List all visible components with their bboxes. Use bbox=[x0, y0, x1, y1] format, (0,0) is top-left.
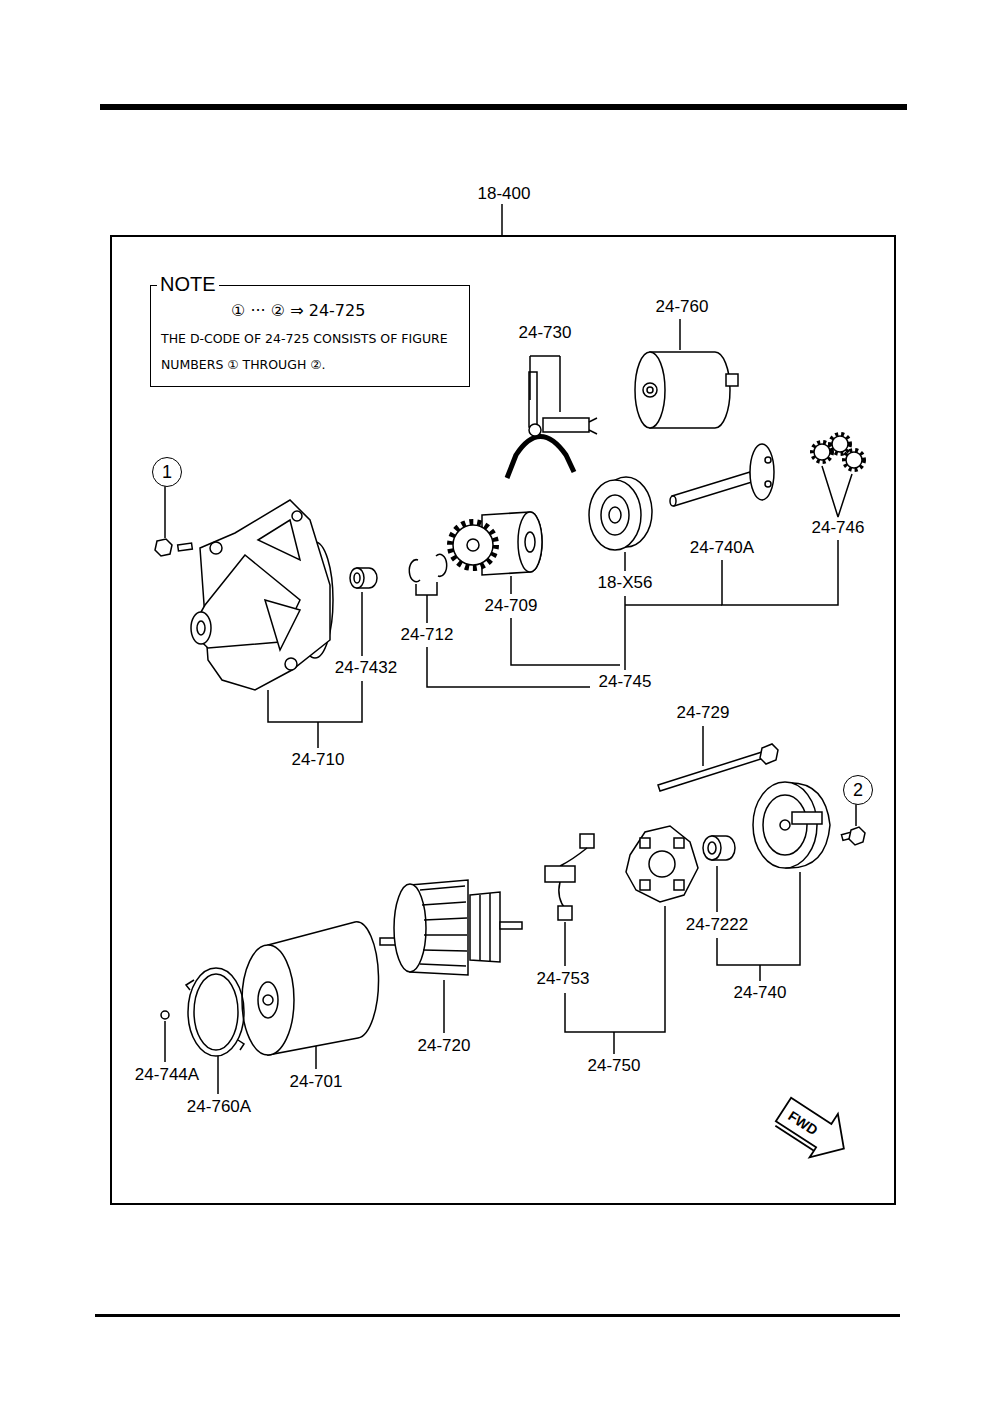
bushing bbox=[350, 568, 377, 588]
leader-line bbox=[530, 356, 560, 412]
yoke bbox=[242, 922, 379, 1055]
bottom-rule bbox=[95, 1314, 900, 1317]
leader-line bbox=[427, 647, 590, 687]
solenoid bbox=[635, 352, 738, 428]
leader-line bbox=[164, 1021, 166, 1062]
part-number: 24-740A bbox=[688, 538, 756, 558]
leader-line bbox=[510, 576, 512, 594]
steel-ball bbox=[161, 1011, 169, 1019]
part-number: 24-712 bbox=[399, 625, 456, 645]
part-number: 24-760 bbox=[654, 297, 711, 317]
leader-line bbox=[702, 726, 704, 766]
part-number: 18-X56 bbox=[596, 573, 655, 593]
parts-frame: 18-400NOTE① ··· ② ⇒ 24-725THE D-CODE OF … bbox=[110, 235, 896, 1205]
snap-ring bbox=[409, 554, 446, 581]
brush-holder bbox=[626, 826, 698, 902]
leader-line bbox=[361, 592, 363, 656]
cover-ring bbox=[186, 968, 244, 1056]
leader-line bbox=[443, 980, 445, 1033]
leader-line bbox=[164, 486, 166, 538]
part-number: 24-746 bbox=[810, 518, 867, 538]
note-text: THE D-CODE OF 24-725 CONSISTS OF FIGURE … bbox=[161, 326, 459, 378]
leader-line bbox=[501, 204, 503, 236]
leader-line bbox=[679, 319, 681, 350]
drive-lever bbox=[507, 372, 597, 478]
armature bbox=[380, 880, 522, 975]
planet-carrier bbox=[589, 477, 652, 550]
brush-lead bbox=[545, 834, 594, 920]
leader-line bbox=[416, 582, 437, 623]
part-number: 24-7432 bbox=[333, 658, 399, 678]
leader-line bbox=[217, 1056, 219, 1094]
part-number: 24-701 bbox=[288, 1072, 345, 1092]
callout-number: 2 bbox=[853, 780, 863, 800]
leader-line bbox=[511, 618, 620, 665]
note-box: NOTE① ··· ② ⇒ 24-725THE D-CODE OF 24-725… bbox=[150, 285, 470, 387]
leader-line bbox=[624, 596, 626, 670]
pinion-clutch bbox=[450, 512, 542, 575]
group-number: 18-400 bbox=[404, 184, 604, 204]
rear-cover bbox=[753, 782, 830, 868]
bolt bbox=[841, 827, 865, 845]
drive-housing bbox=[191, 500, 333, 690]
bushing bbox=[703, 836, 735, 860]
part-number: 24-730 bbox=[517, 323, 574, 343]
note-formula: ① ··· ② ⇒ 24-725 bbox=[161, 300, 459, 322]
callout-circle: 1 bbox=[152, 457, 182, 487]
part-number: 24-760A bbox=[185, 1097, 253, 1117]
callout-circle: 2 bbox=[843, 775, 873, 805]
bolt bbox=[155, 539, 192, 556]
callout-number: 1 bbox=[162, 462, 172, 482]
leader-line bbox=[716, 866, 718, 912]
part-number: 24-729 bbox=[675, 703, 732, 723]
part-number: 24-740 bbox=[732, 983, 789, 1003]
leader-line bbox=[855, 803, 857, 826]
part-number: 24-720 bbox=[416, 1036, 473, 1056]
leader-line bbox=[315, 1046, 317, 1069]
leader-line bbox=[822, 466, 852, 517]
part-number: 24-744A bbox=[133, 1065, 201, 1085]
leader-line bbox=[564, 922, 566, 966]
forward-arrow bbox=[769, 1088, 858, 1171]
leader-line bbox=[268, 681, 362, 748]
through-bolt bbox=[658, 744, 778, 791]
part-number: 24-745 bbox=[597, 672, 654, 692]
part-number: 24-753 bbox=[535, 969, 592, 989]
leader-line bbox=[624, 552, 626, 571]
top-rule bbox=[100, 104, 907, 110]
part-number: 24-7222 bbox=[684, 915, 750, 935]
output-shaft bbox=[670, 444, 774, 506]
part-number: 24-710 bbox=[290, 750, 347, 770]
part-number: 24-750 bbox=[586, 1056, 643, 1076]
note-heading: NOTE bbox=[157, 273, 219, 295]
leader-line bbox=[625, 604, 722, 606]
planet-gears bbox=[812, 434, 864, 470]
part-number: 24-709 bbox=[483, 596, 540, 616]
